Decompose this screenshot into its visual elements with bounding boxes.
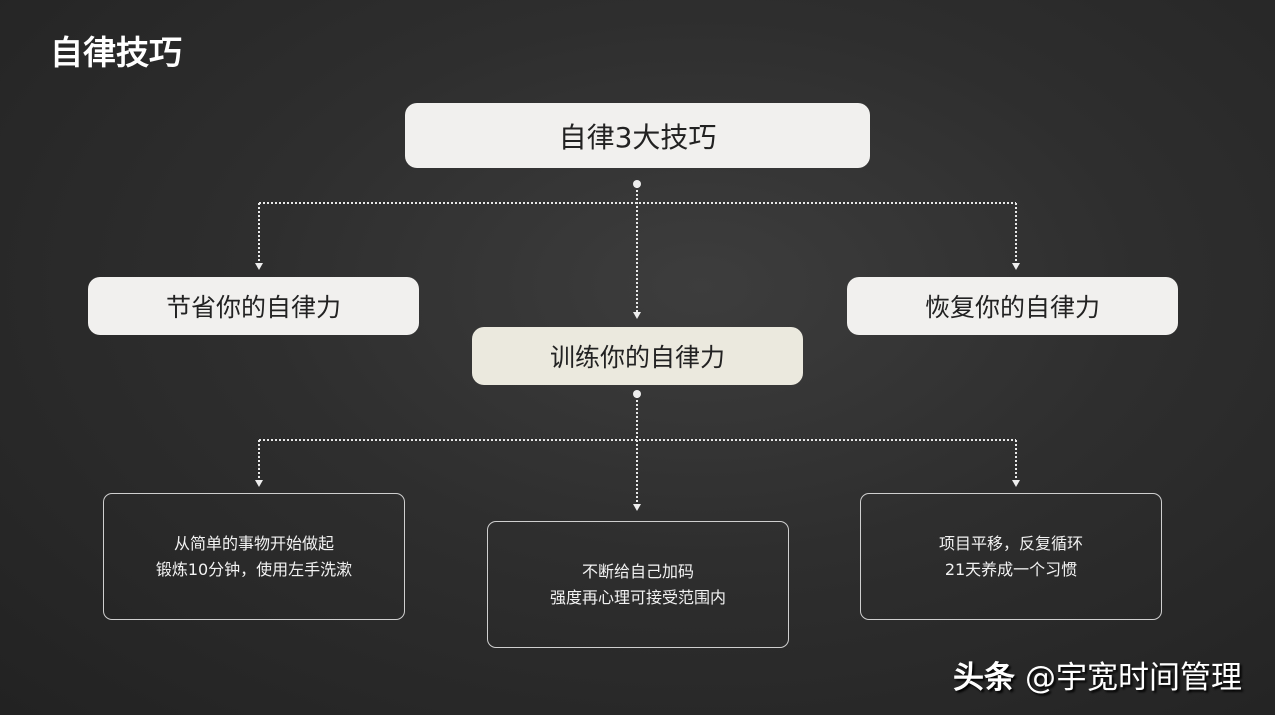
detail-card-left: 从简单的事物开始做起 锻炼10分钟，使用左手洗漱 xyxy=(103,493,405,620)
arrow-icon xyxy=(633,312,641,319)
connector-dot xyxy=(633,390,641,398)
detail-line: 21天养成一个习惯 xyxy=(944,559,1078,579)
arrow-icon xyxy=(255,480,263,487)
branch-train: 训练你的自律力 xyxy=(472,327,803,385)
detail-card-center: 不断给自己加码 强度再心理可接受范围内 xyxy=(487,521,789,648)
detail-line: 强度再心理可接受范围内 xyxy=(549,587,726,607)
root-node: 自律3大技巧 xyxy=(405,103,870,168)
branch-save: 节省你的自律力 xyxy=(88,277,419,335)
detail-line: 从简单的事物开始做起 xyxy=(173,533,334,553)
watermark-handle: @宇宽时间管理 xyxy=(1025,660,1242,696)
detail-line: 不断给自己加码 xyxy=(581,561,694,581)
detail-line: 项目平移，反复循环 xyxy=(938,533,1083,553)
connector-dot xyxy=(633,180,641,188)
arrow-icon xyxy=(255,263,263,270)
slide-title: 自律技巧 xyxy=(50,33,182,72)
branch-recover: 恢复你的自律力 xyxy=(847,277,1178,335)
detail-card-right: 项目平移，反复循环 21天养成一个习惯 xyxy=(860,493,1162,620)
arrow-icon xyxy=(1012,263,1020,270)
watermark: 头条 @宇宽时间管理 xyxy=(953,652,1242,697)
arrow-icon xyxy=(633,504,641,511)
arrow-icon xyxy=(1012,480,1020,487)
detail-line: 锻炼10分钟，使用左手洗漱 xyxy=(155,559,353,579)
watermark-brand: 头条 xyxy=(953,660,1015,696)
